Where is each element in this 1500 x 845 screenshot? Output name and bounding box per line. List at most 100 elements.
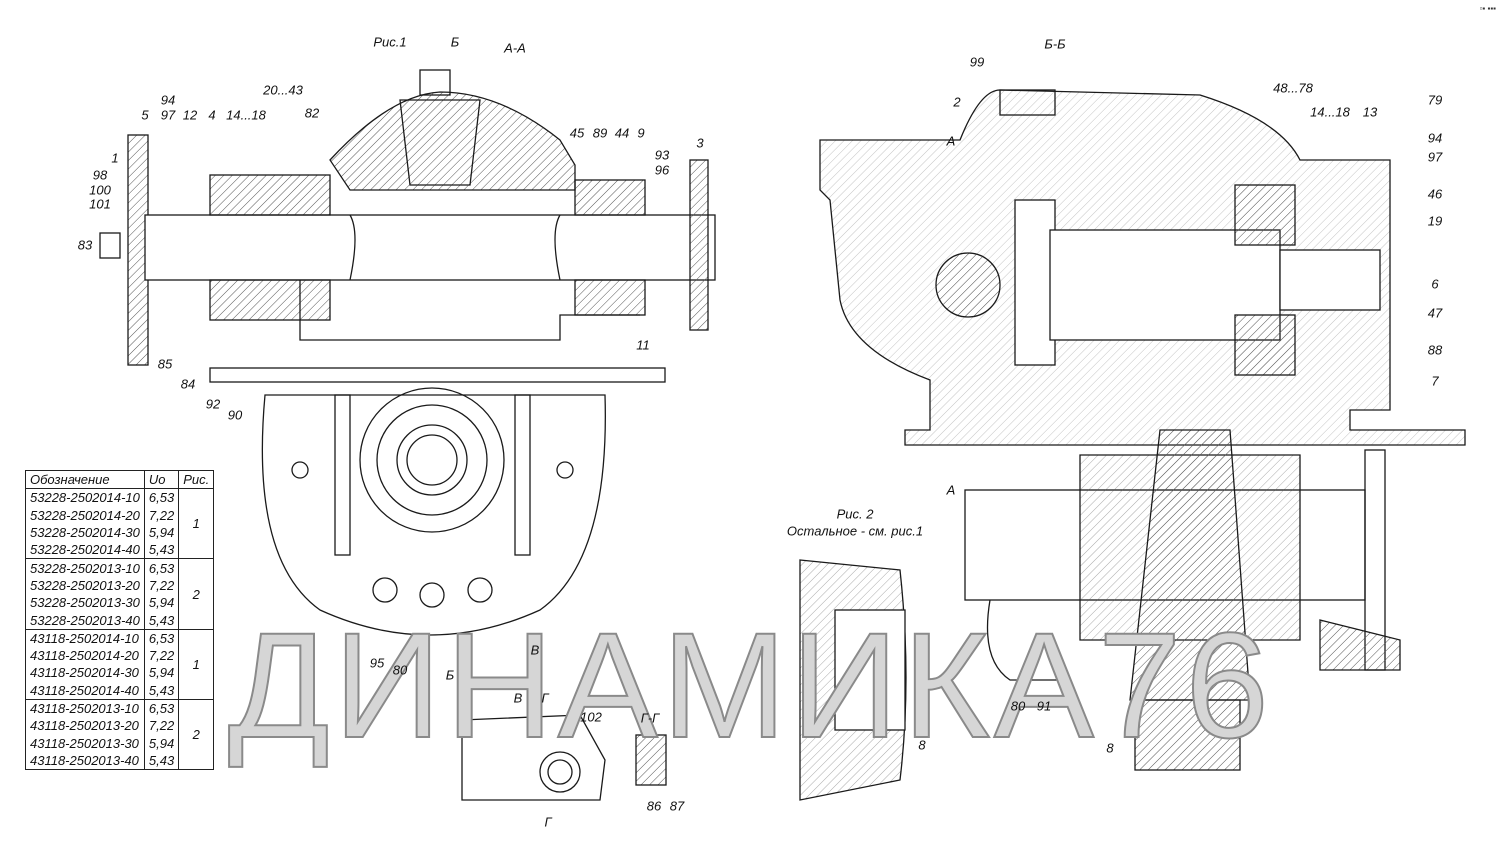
table-header-row: Обозначение Uo Рис.: [25, 469, 215, 490]
callout-label: 91: [1036, 698, 1052, 714]
ratio-cell: 6,53: [143, 628, 180, 647]
callout-label: В: [530, 642, 540, 658]
ratio-cell: 5,43: [143, 681, 180, 700]
designation-cell: 53228-2502014-10: [25, 488, 145, 507]
ratio-cell: 5,94: [143, 664, 180, 682]
callout-label: 85: [157, 356, 173, 372]
callout-label: Г: [541, 690, 549, 706]
callout-label: 99: [969, 54, 985, 70]
section-mark-b: Б: [450, 34, 460, 50]
detail-v-view: [461, 714, 606, 801]
figure-2-note: Остальное - см. рис.1: [786, 523, 924, 539]
section-a-a-title: А-А: [504, 40, 526, 56]
designation-cell: 43118-2502013-20: [25, 717, 145, 735]
section-b-b-view: [819, 89, 1466, 771]
callout-label: 87: [669, 798, 685, 814]
callout-label: 97: [1427, 149, 1443, 165]
figure-cell: 2: [178, 558, 215, 630]
callout-label: 14...18: [226, 107, 266, 123]
ratio-cell: 6,53: [143, 488, 180, 507]
callout-label: Г: [544, 814, 552, 830]
header-designation: Обозначение: [25, 469, 145, 490]
section-a-a-view: [99, 69, 716, 383]
callout-label: 94: [160, 92, 176, 108]
callout-label: 2: [953, 94, 961, 110]
callout-label: 86: [646, 798, 662, 814]
callout-label: 102: [580, 709, 602, 725]
header-ratio: Uo: [143, 469, 180, 490]
callout-label: 83: [77, 237, 93, 253]
section-b-b-title: Б-Б: [1044, 36, 1066, 52]
callout-label: 98: [92, 167, 108, 183]
ratio-cell: 6,53: [143, 698, 180, 718]
figure-cell: 1: [178, 488, 215, 560]
callout-label: 92: [205, 396, 221, 412]
designation-cell: 53228-2502013-30: [25, 594, 145, 612]
figure-2-detail: [799, 559, 907, 801]
callout-label: 48...78: [1273, 80, 1313, 96]
ratio-cell: 7,22: [143, 506, 180, 524]
callout-label: 7: [1431, 373, 1439, 389]
figure-cell: 2: [178, 698, 215, 771]
callout-label: 13: [1362, 104, 1378, 120]
callout-label: 20...43: [263, 82, 303, 98]
window-controls-icon[interactable]: ▫▪ ▪▪▪: [1479, 4, 1496, 13]
designation-cell: 43118-2502014-40: [25, 681, 145, 700]
callout-label: 1: [111, 150, 119, 166]
ratio-cell: 7,22: [143, 576, 180, 595]
designation-cell: 43118-2502013-40: [25, 751, 145, 771]
designation-cell: 43118-2502013-10: [25, 698, 145, 718]
designation-cell: 43118-2502014-10: [25, 628, 145, 647]
figure-1-title: Рис.1: [373, 34, 407, 50]
callout-label: 84: [180, 376, 196, 392]
callout-label: 96: [654, 162, 670, 178]
designation-cell: 53228-2502013-10: [25, 558, 145, 577]
callout-label: 8: [1106, 740, 1114, 756]
ratio-cell: 5,43: [143, 541, 180, 560]
callout-label: 80: [1010, 698, 1026, 714]
ratio-cell: 5,94: [143, 594, 180, 612]
callout-label: 44: [614, 125, 630, 141]
designation-cell: 53228-2502013-40: [25, 611, 145, 630]
watermark-text: ДИНАМИКА76: [227, 600, 1273, 770]
callout-label: 95: [369, 655, 385, 671]
header-figure: Рис.: [178, 469, 215, 490]
figure-2-title: Рис. 2: [836, 506, 874, 522]
callout-label: 46: [1427, 186, 1443, 202]
section-g-g-view: [635, 734, 667, 786]
callout-label: 82: [304, 105, 320, 121]
callout-label: 6: [1431, 276, 1439, 292]
callout-label: 80: [392, 662, 408, 678]
callout-label: 12: [182, 107, 198, 123]
callout-label: Г-Г: [640, 710, 660, 726]
designation-cell: 43118-2502014-30: [25, 664, 145, 682]
figure-cell: 1: [178, 628, 215, 700]
carrier-bottom-view: [261, 387, 606, 636]
ratio-cell: 5,94: [143, 734, 180, 752]
designation-cell: 53228-2502014-30: [25, 523, 145, 542]
ratio-cell: 5,43: [143, 751, 180, 771]
callout-label: 9: [637, 125, 645, 141]
designation-cell: 53228-2502014-20: [25, 506, 145, 524]
callout-label: 19: [1427, 213, 1443, 229]
ratio-cell: 5,43: [143, 611, 180, 630]
ratio-cell: 7,22: [143, 717, 180, 735]
callout-label: 4: [208, 107, 216, 123]
callout-label: 93: [654, 147, 670, 163]
callout-label: 88: [1427, 342, 1443, 358]
